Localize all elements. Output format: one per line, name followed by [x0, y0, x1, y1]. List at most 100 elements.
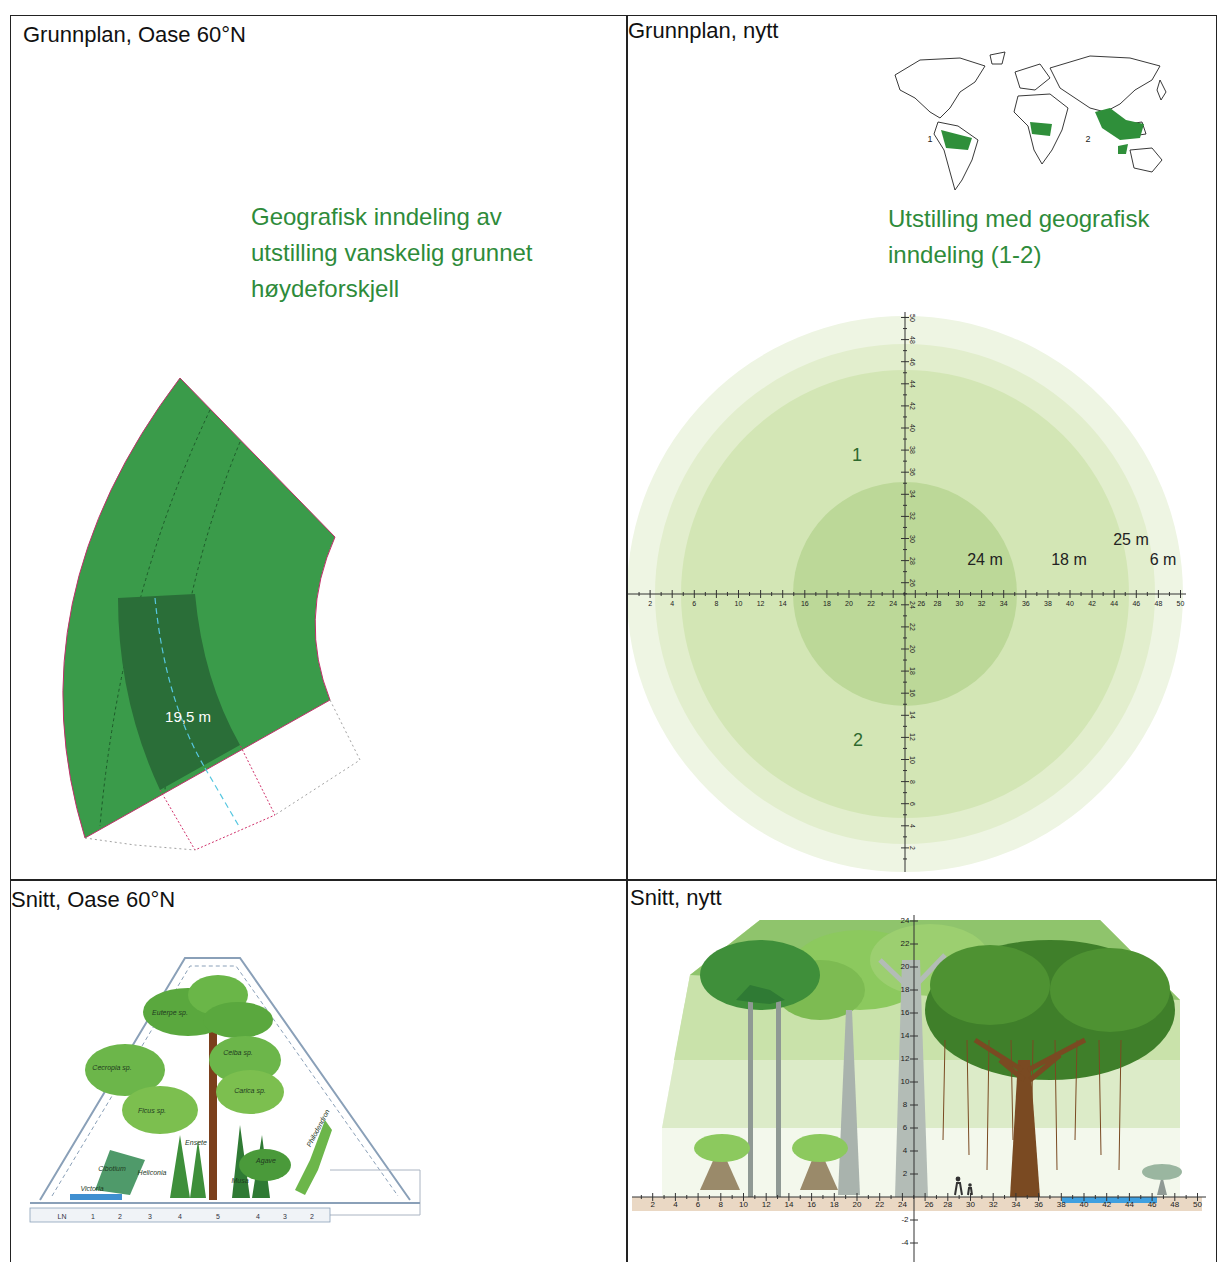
- plant-label: Ceiba sp.: [223, 1049, 253, 1056]
- axis-number: 10: [735, 600, 743, 607]
- axis-number: 14: [779, 600, 787, 607]
- axis-number: 14: [909, 711, 916, 719]
- axis-number: 34: [1011, 1201, 1020, 1209]
- axis-number: 22: [867, 600, 875, 607]
- axis-number: 14: [784, 1201, 793, 1209]
- region-number: 1: [927, 135, 932, 144]
- axis-number: 42: [1102, 1201, 1111, 1209]
- axis-number: 40: [1066, 600, 1074, 607]
- zone-number: 2: [118, 1213, 122, 1220]
- axis-number: 14: [901, 1032, 910, 1040]
- axis-number: 16: [801, 600, 809, 607]
- axis-number: 46: [909, 358, 916, 366]
- axis-number: 36: [1022, 600, 1030, 607]
- axis-number: 8: [714, 600, 718, 607]
- panel: Grunnplan, nyttUtstilling med geografisk…: [627, 15, 1217, 880]
- axis-number: 8: [903, 1101, 907, 1109]
- axis-number: 24: [898, 1201, 907, 1209]
- sector-plan: [63, 378, 360, 850]
- axis-number: 8: [719, 1201, 723, 1209]
- axis-number: 12: [762, 1201, 771, 1209]
- world-map: [895, 52, 1166, 190]
- axis-number: 22: [909, 623, 916, 631]
- axis-number: 12: [757, 600, 765, 607]
- zone-number: 1: [91, 1213, 95, 1220]
- axis-number: 38: [1044, 600, 1052, 607]
- panel-title: Grunnplan, Oase 60°N: [23, 22, 246, 48]
- panel-note: Geografisk inndeling av utstilling vansk…: [251, 199, 581, 307]
- zone-number: 4: [256, 1213, 260, 1220]
- axis-number: 20: [853, 1201, 862, 1209]
- axis-number: 46: [1148, 1201, 1157, 1209]
- plant-label: Musa: [231, 1177, 248, 1184]
- axis-number: 38: [909, 446, 916, 454]
- axis-number: 32: [989, 1201, 998, 1209]
- region-number: 2: [853, 731, 863, 749]
- axis-number: 30: [966, 1201, 975, 1209]
- axis-number: 24: [889, 600, 897, 607]
- axis-number: 10: [739, 1201, 748, 1209]
- plant-label: Ensete: [185, 1139, 207, 1146]
- zone-number: 3: [283, 1213, 287, 1220]
- axis-number: 22: [901, 940, 910, 948]
- axis-number: 48: [1154, 600, 1162, 607]
- axis-number: 48: [1170, 1201, 1179, 1209]
- axis-number: 18: [830, 1201, 839, 1209]
- axis-number: 20: [845, 600, 853, 607]
- axis-number: 50: [909, 314, 916, 322]
- zone-number: 5: [216, 1213, 220, 1220]
- zone-number: 3: [148, 1213, 152, 1220]
- axis-number: 6: [909, 802, 916, 806]
- panel-title: Grunnplan, nytt: [628, 18, 778, 44]
- axis-number: 16: [807, 1201, 816, 1209]
- axis-number: 34: [1000, 600, 1008, 607]
- axis-number: 10: [909, 756, 916, 764]
- axis-number: 6: [903, 1124, 907, 1132]
- axis-number: 16: [909, 689, 916, 697]
- axis-number: 18: [909, 667, 916, 675]
- axis-number: 24: [901, 917, 910, 925]
- axis-number: 22: [875, 1201, 884, 1209]
- plant-label: Cecropia sp.: [92, 1064, 131, 1071]
- axis-number: 6: [696, 1201, 700, 1209]
- axis-number: 42: [909, 402, 916, 410]
- plant-label: Euterpe sp.: [152, 1009, 188, 1016]
- panel: Snitt, Oase 60°N: [10, 880, 627, 1262]
- zone-number: 2: [310, 1213, 314, 1220]
- plant-label: Ficus sp.: [138, 1107, 166, 1114]
- axis-number: 30: [956, 600, 964, 607]
- axis-number: 20: [901, 963, 910, 971]
- axis-number: 40: [1080, 1201, 1089, 1209]
- axis-number: 4: [909, 824, 916, 828]
- region-number: 2: [1085, 135, 1090, 144]
- dimension: 19,5 m: [165, 709, 211, 724]
- axis-number: 28: [933, 600, 941, 607]
- axis-number: 48: [909, 336, 916, 344]
- axis-number: -4: [901, 1239, 908, 1247]
- axis-number: 2: [909, 846, 916, 850]
- axis: [628, 312, 1186, 872]
- axis-number: 12: [909, 733, 916, 741]
- axis-number: 28: [943, 1201, 952, 1209]
- zone-number: 4: [178, 1213, 182, 1220]
- plant-label: Victoria: [80, 1185, 103, 1192]
- plant-label: Heliconia: [138, 1169, 167, 1176]
- axis-number: 4: [903, 1147, 907, 1155]
- plant-label: Carica sp.: [234, 1087, 266, 1094]
- axis-number: 18: [823, 600, 831, 607]
- plant-label: Agave: [256, 1157, 276, 1164]
- panel-title: Snitt, nytt: [630, 885, 722, 911]
- axis-number: 2: [648, 600, 652, 607]
- panel-title: Snitt, Oase 60°N: [11, 887, 175, 913]
- axis-number: 44: [1125, 1201, 1134, 1209]
- region-number: 1: [852, 446, 862, 464]
- axis-number: 18: [901, 986, 910, 994]
- height-label: 25 m: [1113, 532, 1149, 548]
- axis-number: 36: [909, 468, 916, 476]
- zone-number: LN: [58, 1213, 67, 1220]
- axis: [632, 915, 1206, 1262]
- axis-number: 50: [1177, 600, 1185, 607]
- axis-number: 8: [909, 780, 916, 784]
